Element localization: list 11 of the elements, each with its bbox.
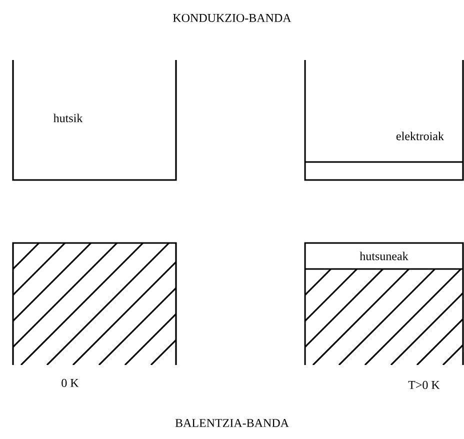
energy-band bbox=[12, 242, 177, 365]
band-label: elektroiak bbox=[396, 132, 444, 140]
band-title: KONDUKZIO-BANDA bbox=[173, 14, 292, 22]
band-label: hutsik bbox=[53, 114, 83, 122]
energy-band bbox=[304, 60, 464, 181]
energy-band bbox=[12, 60, 177, 181]
band-label: hutsuneak bbox=[360, 252, 408, 260]
temperature-label: T>0 K bbox=[408, 380, 440, 390]
temperature-label: 0 K bbox=[62, 378, 79, 388]
band-title: BALENTZIA-BANDA bbox=[175, 419, 289, 427]
energy-band bbox=[304, 242, 464, 365]
